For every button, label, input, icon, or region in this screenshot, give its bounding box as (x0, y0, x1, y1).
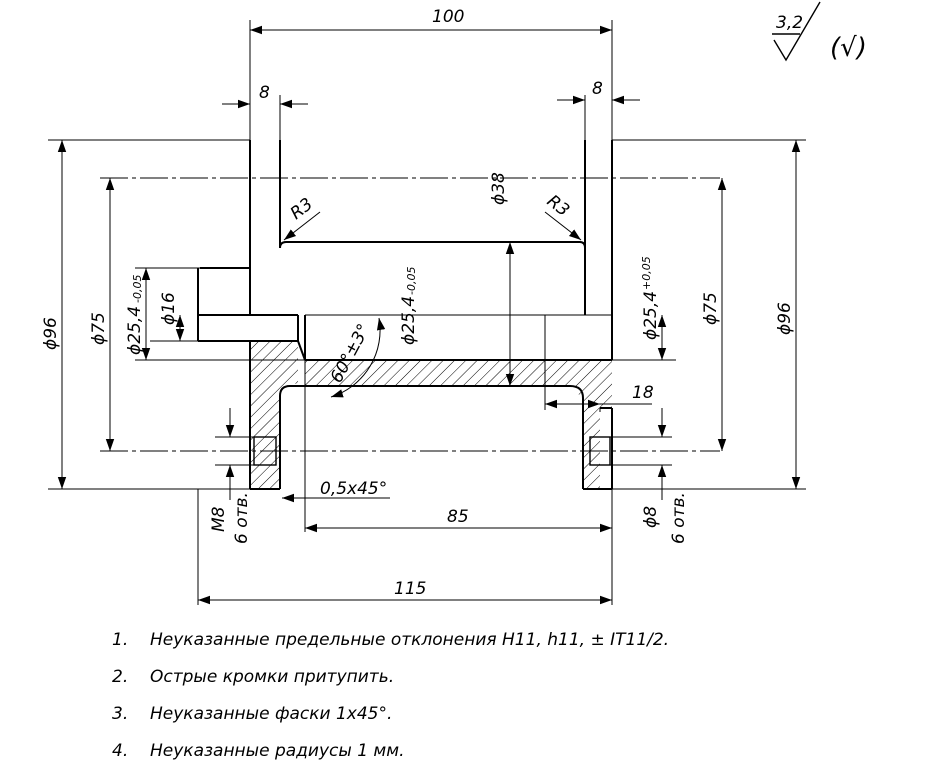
dim-radius-right: R3 (543, 191, 573, 221)
note-text: Неуказанные предельные отклонения Н11, h… (150, 630, 670, 650)
dim-thread-m8: M8 (209, 506, 229, 532)
roughness-note: (√) (830, 33, 867, 63)
note-number: 2. (112, 667, 129, 687)
dim-length-85: 85 (447, 507, 469, 527)
dim-hole-count: 6 отв. (669, 492, 689, 544)
dim-dia75-left: ϕ75 (89, 312, 109, 345)
surface-finish-symbol: 3,2 (√) (772, 1, 867, 63)
extension-lines (48, 20, 806, 605)
dim-length-18: 18 (632, 383, 654, 403)
dimension-lines (57, 25, 801, 605)
note-number: 3. (112, 704, 129, 724)
roughness-value: 3,2 (776, 13, 803, 33)
dim-hole-dia8: ϕ8 (641, 506, 661, 528)
dimension-labels: 100 8 8 ϕ96 ϕ96 ϕ75 ϕ75 ϕ25,4 -0,05 ϕ16 … (41, 7, 795, 599)
dim-dia16: ϕ16 (159, 292, 179, 325)
note-text: Острые кромки притупить. (150, 667, 395, 687)
note-item: 4. Неуказанные радиусы 1 мм. (112, 739, 669, 776)
note-item: 2. Острые кромки притупить. (112, 665, 669, 702)
dim-dia25-center-tol: -0,05 (405, 267, 418, 295)
dim-length-115: 115 (394, 579, 426, 599)
note-number: 4. (112, 741, 129, 761)
note-text: Неуказанные радиусы 1 мм. (150, 741, 405, 761)
dim-dia96-left: ϕ96 (41, 317, 61, 350)
dim-dia96-right: ϕ96 (775, 302, 795, 335)
dim-flange-right: 8 (592, 79, 603, 99)
note-item: 1. Неуказанные предельные отклонения Н11,… (112, 628, 669, 665)
part-outline (197, 140, 613, 490)
dim-flange-left: 8 (259, 83, 270, 103)
dim-radius-left: R3 (287, 194, 317, 224)
dim-overall-length: 100 (432, 7, 464, 27)
dim-dia25-left: ϕ25,4 (125, 306, 145, 355)
center-lines (100, 177, 720, 452)
dim-dia25-right-tol: +0,05 (640, 256, 653, 290)
dim-thread-holes: 6 отв. (232, 492, 252, 544)
dim-dia75-right: ϕ75 (701, 292, 721, 325)
dim-dia25-right: ϕ25,4 (641, 291, 661, 340)
note-number: 1. (112, 630, 129, 650)
technical-notes: 1. Неуказанные предельные отклонения Н11,… (112, 628, 669, 776)
note-text: Неуказанные фаски 1х45°. (150, 704, 393, 724)
dim-dia25-center: ϕ25,4 (399, 296, 419, 345)
dim-dia38: ϕ38 (489, 172, 509, 205)
note-item: 3. Неуказанные фаски 1х45°. (112, 702, 669, 739)
dim-dia25-left-tol: -0,05 (131, 275, 144, 303)
dim-chamfer: 0,5x45° (320, 479, 387, 499)
section-hatch (198, 341, 612, 489)
